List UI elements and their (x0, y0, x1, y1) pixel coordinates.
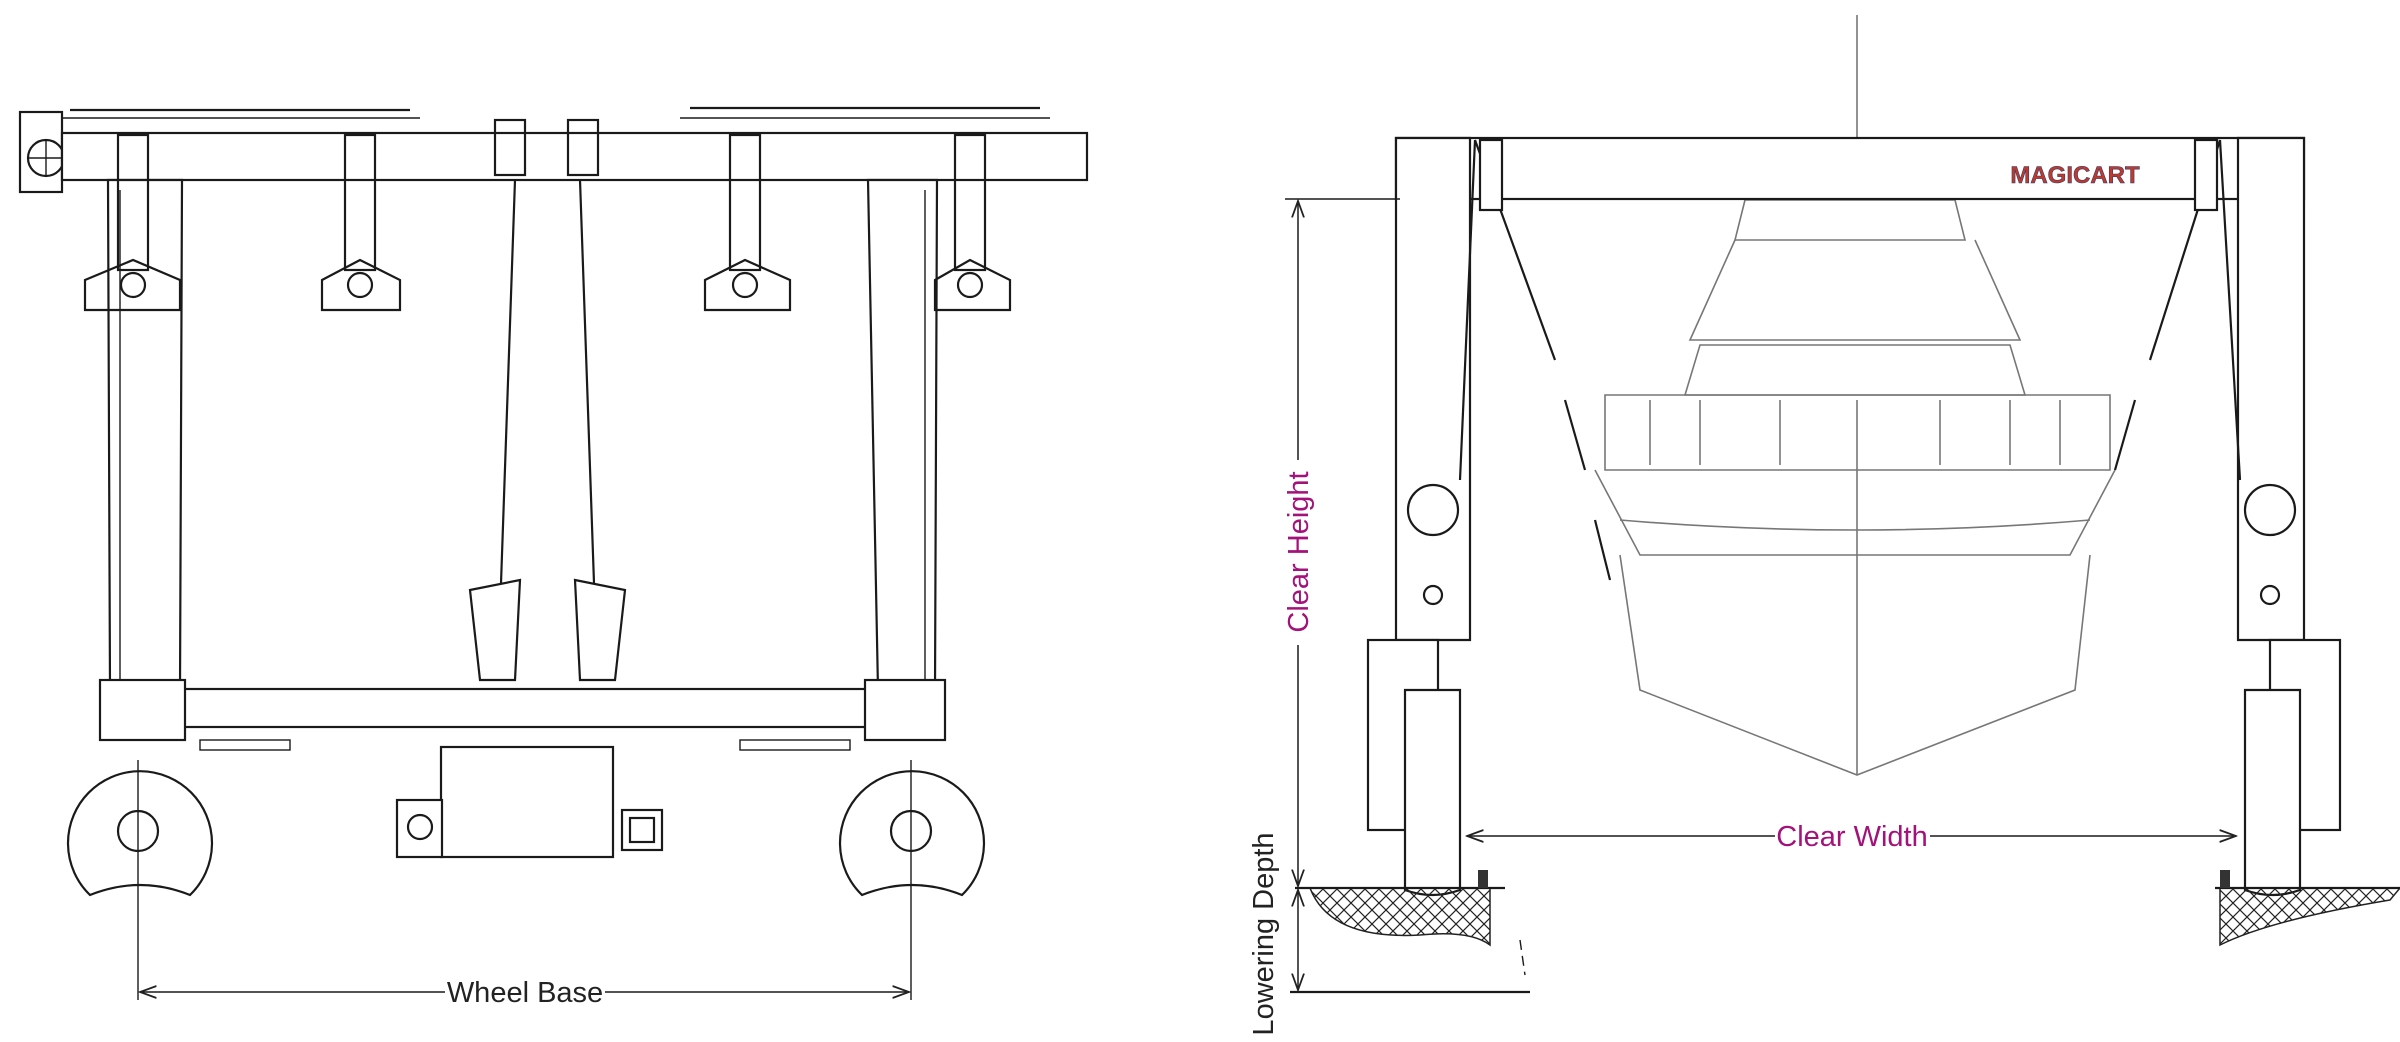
wheel-left (66, 770, 214, 897)
lowering-depth-label: Lowering Depth (1248, 832, 1280, 1035)
side-view-gantry (18, 106, 1089, 1000)
front-view-gantry: MAGICART (1366, 136, 2342, 897)
clear-height-label: Clear Height (1283, 471, 1315, 632)
clear-width-dimension: Clear Width (1467, 821, 2236, 853)
wheel-base-dimension: Wheel Base (140, 977, 909, 1009)
ground-section (1290, 870, 2400, 994)
clear-height-dimension: Clear Height (1283, 198, 1400, 886)
wheel-right (838, 770, 986, 897)
clear-width-label: Clear Width (1776, 821, 1928, 853)
lowering-depth-dimension: Lowering Depth (1248, 832, 1298, 1036)
magicart-logo: MAGICART (2010, 162, 2140, 189)
wheel-base-label: Wheel Base (447, 977, 603, 1009)
front-view-boat (1594, 15, 2116, 776)
